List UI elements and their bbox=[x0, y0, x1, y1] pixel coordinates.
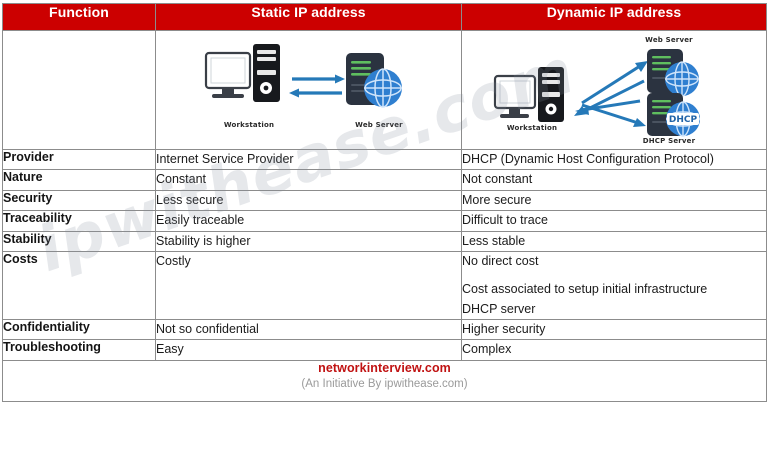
arrow-head-to-web-server bbox=[635, 61, 648, 72]
cell-troubleshooting-dynamic: Complex bbox=[461, 339, 767, 361]
cell-traceability-static: Easily traceable bbox=[155, 210, 462, 232]
footer-cell: networkinterview.com (An Initiative By i… bbox=[2, 359, 767, 402]
dynamic-ip-diagram-cell: DHCP Workstation Web Server DHCP Server bbox=[461, 30, 767, 150]
cell-costs-dynamic-line-3: DHCP server bbox=[462, 301, 536, 316]
row-label-nature: Nature bbox=[2, 169, 156, 191]
globe-icon bbox=[364, 68, 402, 108]
bidirectional-arrows bbox=[292, 77, 342, 95]
workstation-monitor-icon bbox=[204, 51, 252, 98]
workstation-monitor-icon bbox=[493, 74, 537, 118]
static-ip-diagram-cell: Workstation Web Server bbox=[155, 30, 462, 150]
static-ip-diagram: Workstation Web Server bbox=[156, 31, 461, 149]
static-vs-dynamic-ip-table: Function Static IP address Dynamic IP ad… bbox=[2, 3, 767, 402]
column-header-dynamic-ip: Dynamic IP address bbox=[461, 3, 767, 31]
static-workstation-label: Workstation bbox=[223, 121, 275, 129]
cell-confidentiality-static: Not so confidential bbox=[155, 318, 462, 341]
cell-security-dynamic: More secure bbox=[461, 189, 767, 212]
row-label-provider: Provider bbox=[2, 148, 156, 171]
dynamic-ip-diagram: DHCP Workstation Web Server DHCP Server bbox=[462, 31, 766, 149]
diagram-row: Workstation Web Server bbox=[2, 30, 767, 150]
table-row: Confidentiality Not so confidential High… bbox=[2, 318, 767, 341]
cell-provider-static: Internet Service Provider bbox=[155, 148, 462, 171]
diagram-row-function-blank bbox=[2, 30, 156, 150]
cell-stability-static: Stability is higher bbox=[155, 230, 462, 252]
footer-tagline: (An Initiative By ipwithease.com) bbox=[301, 377, 468, 390]
footer-row: networkinterview.com (An Initiative By i… bbox=[2, 359, 767, 402]
cell-nature-static: Constant bbox=[155, 169, 462, 191]
arrow-head-from-dhcp-server bbox=[575, 107, 589, 115]
cell-traceability-dynamic: Difficult to trace bbox=[461, 210, 767, 232]
arrow-head-right bbox=[335, 74, 345, 84]
cell-security-static: Less secure bbox=[155, 189, 462, 212]
row-label-security: Security bbox=[2, 189, 156, 212]
table-header-row: Function Static IP address Dynamic IP ad… bbox=[2, 3, 767, 31]
cell-costs-static: Costly bbox=[155, 250, 462, 321]
arrow-head-to-dhcp-server bbox=[633, 118, 646, 127]
row-label-traceability: Traceability bbox=[2, 210, 156, 232]
row-label-confidentiality: Confidentiality bbox=[2, 318, 156, 341]
dynamic-dhcp-server-label: DHCP Server bbox=[642, 137, 696, 145]
cell-costs-dynamic-spacer bbox=[462, 271, 766, 280]
table-row: Traceability Easily traceable Difficult … bbox=[2, 210, 767, 232]
row-label-stability: Stability bbox=[2, 230, 156, 252]
arrow-head-left bbox=[289, 88, 299, 98]
table-row: Stability Stability is higher Less stabl… bbox=[2, 230, 767, 252]
table-row: Security Less secure More secure bbox=[2, 189, 767, 212]
workstation-tower-icon bbox=[253, 44, 280, 102]
row-label-costs: Costs bbox=[2, 250, 156, 321]
cell-costs-dynamic-line-1: No direct cost bbox=[462, 253, 539, 268]
cell-costs-dynamic-line-2: Cost associated to setup initial infrast… bbox=[462, 282, 708, 297]
web-server-globe-icon bbox=[665, 61, 699, 97]
row-label-troubleshooting: Troubleshooting bbox=[2, 339, 156, 361]
cell-nature-dynamic: Not constant bbox=[461, 169, 767, 191]
static-web-server-label: Web Server bbox=[355, 121, 403, 129]
cell-confidentiality-dynamic: Higher security bbox=[461, 318, 767, 341]
column-header-function: Function bbox=[2, 3, 156, 31]
dynamic-web-server-label: Web Server bbox=[645, 36, 693, 44]
static-ip-diagram-svg bbox=[204, 44, 402, 108]
dynamic-workstation-label: Workstation bbox=[506, 124, 558, 132]
table-row: Costs Costly No direct cost Cost associa… bbox=[2, 250, 767, 321]
footer-site-name[interactable]: networkinterview.com bbox=[318, 360, 451, 375]
cell-provider-dynamic: DHCP (Dynamic Host Configuration Protoco… bbox=[461, 148, 767, 171]
dynamic-ip-diagram-svg: DHCP bbox=[493, 49, 700, 137]
workstation-tower-icon bbox=[538, 67, 564, 122]
table-row: Troubleshooting Easy Complex bbox=[2, 339, 767, 361]
dhcp-globe-icon: DHCP bbox=[666, 101, 700, 137]
column-header-static-ip: Static IP address bbox=[155, 3, 462, 31]
cell-costs-dynamic: No direct cost Cost associated to setup … bbox=[461, 250, 767, 321]
dhcp-globe-text: DHCP bbox=[669, 115, 698, 125]
table-row: Provider Internet Service Provider DHCP … bbox=[2, 148, 767, 171]
cell-stability-dynamic: Less stable bbox=[461, 230, 767, 252]
cell-troubleshooting-static: Easy bbox=[155, 339, 462, 361]
table-row: Nature Constant Not constant bbox=[2, 169, 767, 191]
arrows-to-dhcp-server bbox=[581, 99, 641, 125]
